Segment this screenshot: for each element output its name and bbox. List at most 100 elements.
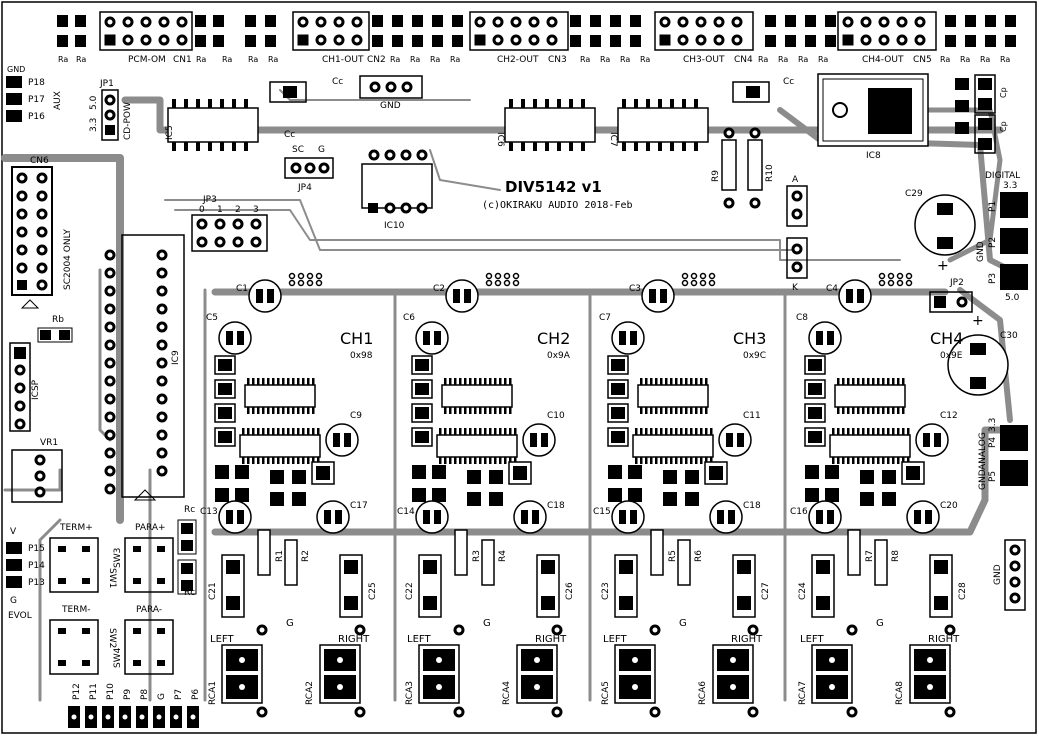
p5-label: P5 [988, 471, 998, 482]
cn3-header [469, 11, 569, 51]
jp2-header[interactable] [929, 291, 973, 313]
resistor-label: R5 [668, 550, 678, 562]
jp1-header[interactable] [101, 89, 119, 141]
resistor-label: R8 [891, 550, 901, 562]
sw2-switch[interactable] [49, 619, 99, 675]
cap-top-label: C4 [826, 284, 838, 294]
cap-top-label: C8 [796, 313, 808, 323]
cd-pow-label: CD-POW [123, 102, 133, 140]
ic7-label: IC7 [608, 132, 618, 147]
cn2-label: CH1-OUT [322, 55, 364, 65]
analog-label: ANALOG [978, 432, 988, 470]
sw3-switch[interactable] [124, 537, 174, 593]
cc-label-3: Cc [783, 77, 794, 87]
jp4-header[interactable] [284, 157, 334, 179]
p2-label: P2 [988, 237, 998, 248]
aux-label: AUX [53, 91, 63, 110]
p9-label: P9 [123, 689, 133, 700]
ra-label: Ra [580, 55, 590, 64]
sw1-switch[interactable] [49, 537, 99, 593]
digital-3v3-label: 3.3 [1003, 181, 1017, 191]
center-top-block: IC5 IC6 IC7 Cc Cc Cc GND SC G JP4 IC10 J… [165, 75, 808, 293]
rca-label: RCA6 [698, 681, 708, 705]
gnd-right-label: GND [976, 241, 986, 262]
ra-label: Ra [818, 55, 828, 64]
g-label: G [286, 618, 294, 629]
jp1-label: JP1 [99, 79, 114, 89]
c30-capacitor [947, 334, 1009, 396]
rca-label: RCA4 [502, 681, 512, 705]
cap-mid-label: C11 [743, 411, 761, 421]
right-label: RIGHT [535, 634, 567, 645]
rb-label: Rb [52, 315, 64, 325]
jp3-num-3: 3 [253, 205, 259, 215]
gnd-label-right2: GND [993, 564, 1003, 585]
ra-label: Ra [960, 55, 970, 64]
g-label: G [876, 618, 884, 629]
rc-label-2: Rc [184, 588, 195, 598]
resistor-label: R7 [865, 550, 875, 562]
digital-label: DIGITAL [985, 171, 1020, 181]
jp3-num-1: 1 [217, 205, 223, 215]
jp4-label: JP4 [297, 183, 312, 193]
gnd-header[interactable] [359, 75, 423, 99]
channel-address: 0x9E [940, 351, 963, 361]
gnd-header-right[interactable] [1004, 539, 1026, 611]
v-label: V [10, 527, 17, 537]
cn6-header[interactable] [11, 166, 53, 296]
ra-label: Ra [450, 55, 460, 64]
jp3-label: JP3 [202, 195, 217, 205]
c29-label: C29 [905, 189, 923, 199]
ra-label: Ra [410, 55, 420, 64]
traces [1, 89, 1014, 702]
sw3-label: SW3 [113, 548, 123, 568]
p11-label: P11 [89, 683, 99, 700]
p1-label: P1 [988, 201, 998, 212]
sw2-label: SW2 [107, 628, 117, 648]
ic6-label: IC6 [495, 132, 505, 147]
vr1-pot[interactable] [11, 449, 63, 503]
top-connector-strip: PCM-OM CN1 CH1-OUT CN2 CH2-OUT CN3 CH3-O… [57, 11, 1016, 65]
gnd-label: GND [7, 65, 25, 74]
cap-top-label: C6 [403, 313, 415, 323]
p10-label: P10 [106, 683, 116, 700]
cap-top-label: C2 [433, 284, 445, 294]
channel-address: 0x9C [743, 351, 766, 361]
cp-label: Cp [999, 87, 1008, 98]
sw4-switch[interactable] [124, 619, 174, 675]
jp3-header[interactable] [191, 214, 268, 252]
cap-mid-label: C10 [547, 411, 565, 421]
icsp-label: ICSP [31, 379, 41, 400]
ra-label: Ra [798, 55, 808, 64]
cn6-label: CN6 [30, 156, 49, 166]
ic9-chip [121, 234, 185, 498]
cn4-header [654, 11, 754, 51]
ra-label: Ra [940, 55, 950, 64]
c30-label: C30 [1000, 331, 1018, 341]
ra-label: Ra [248, 55, 258, 64]
cap-bot-label: C17 [350, 501, 368, 511]
board-title: DIV5142 v1 [505, 178, 602, 196]
cap-bot-label: C14 [397, 507, 415, 517]
cap-out-label: C22 [405, 582, 415, 600]
ra-label: Ra [758, 55, 768, 64]
cap-out-label: C21 [208, 582, 218, 600]
para-plus-label: PARA+ [135, 523, 166, 533]
p14-label: P14 [28, 561, 45, 571]
cap-out-label: C28 [958, 582, 968, 600]
cap-top-label: C1 [236, 284, 248, 294]
digital-5v-label: 5.0 [1005, 293, 1020, 303]
resistor-label: R1 [275, 550, 285, 562]
ra-label: Ra [1000, 55, 1010, 64]
sc2004-label: SC2004 ONLY [63, 229, 73, 290]
p16-label: P16 [28, 112, 45, 122]
rca-label: RCA3 [405, 681, 415, 705]
jp3-num-2: 2 [235, 205, 241, 215]
channel-label: CH3 [733, 329, 766, 348]
copyright-text: (c)OKIRAKU AUDIO 2018-Feb [482, 200, 633, 211]
left-label: LEFT [210, 634, 234, 645]
cn5-header [837, 11, 937, 51]
icsp-header[interactable] [9, 342, 31, 432]
